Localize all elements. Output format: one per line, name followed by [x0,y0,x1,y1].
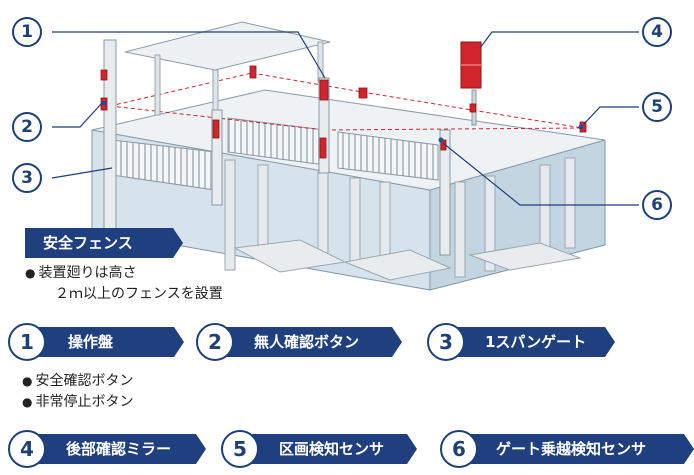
panel-note-2: 非常停止ボタン [35,394,134,410]
legend-4-label: 後部確認ミラー [66,440,172,458]
leader-6 [442,142,639,206]
panel-note-1: 安全確認ボタン [35,373,134,389]
legend-2: 無人確認ボタン [224,327,402,357]
legend-2-label: 無人確認ボタン [254,333,360,351]
panel-notes: ●安全確認ボタン ●非常停止ボタン [22,373,134,410]
legend-5-label: 区画検知センサ [279,440,385,458]
callout-4: 4 [642,17,672,47]
legend-1-label: 操作盤 [68,333,114,351]
leader-2 [52,102,103,128]
legend-3-label: 1スパンゲート [485,333,587,351]
legend-3-num: 3 [427,323,465,361]
callout-3: 3 [12,163,42,193]
fence-panel-right [337,131,439,181]
legend-6-num: 6 [440,430,478,468]
fence-title: 安全フェンス [25,228,183,258]
legend-1-num: 1 [8,323,46,361]
fence-note: ●装置廻りは高さ ２ｍ以上のフェンスを設置 [25,265,223,302]
leader-3 [51,167,113,179]
legend-3: 1スパンゲート [455,327,615,357]
fence-title-text: 安全フェンス [43,234,133,252]
fence-note-line2: ２ｍ以上のフェンスを設置 [55,286,223,302]
fence-note-line1: 装置廻りは高さ [38,265,137,281]
leader-5 [583,106,639,125]
legend-2-num: 2 [196,323,234,361]
legend-5: 区画検知センサ [249,434,417,464]
callout-6: 6 [642,190,672,220]
callout-2: 2 [12,112,42,142]
legend-5-num: 5 [221,430,259,468]
legend-6-label: ゲート乗越検知センサ [496,440,647,458]
legend-6: ゲート乗越検知センサ [468,434,694,464]
legend-4: 後部確認ミラー [36,434,206,464]
legend-1: 操作盤 [36,327,184,357]
legend-4-num: 4 [8,430,46,468]
callout-5: 5 [642,92,672,122]
callout-1: 1 [12,17,42,47]
leader-1 [52,31,326,79]
leader-4 [479,31,639,49]
